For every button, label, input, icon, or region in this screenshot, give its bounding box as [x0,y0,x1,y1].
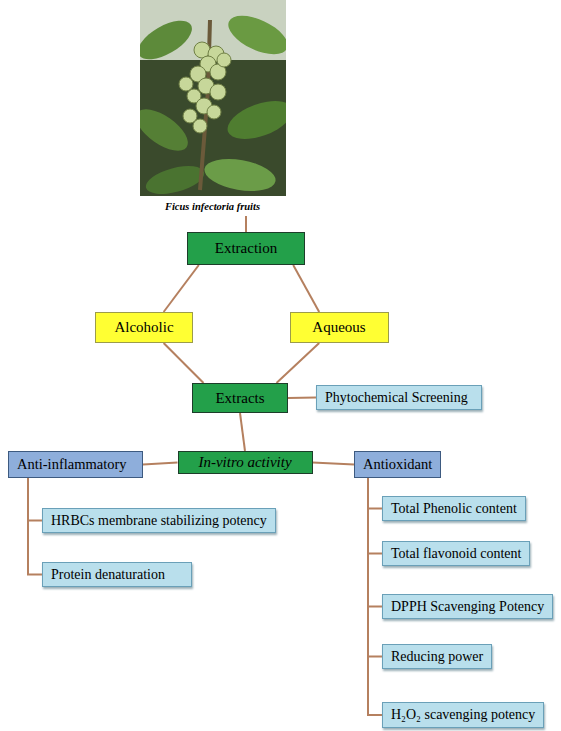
box-label: DPPH Scavenging Potency [391,599,544,615]
fruit-cluster [179,42,231,133]
assay-box: DPPH Scavenging Potency [382,594,553,619]
assay-box: Phytochemical Screening [316,385,482,410]
photo-leader [245,216,247,233]
connector-line [368,478,382,657]
assay-box: Reducing power [382,644,492,669]
process-box: Extracts [192,383,288,413]
assay-box: Protein denaturation [42,562,192,587]
box-label: Aqueous [312,319,365,336]
assay-box: Total Phenolic content [382,496,526,521]
leaf [140,13,198,67]
box-label: Protein denaturation [51,567,165,583]
fruit-photo [140,0,286,196]
category-box: Anti-inflammatory [8,451,143,478]
leaf [143,161,207,196]
assay-box: HRBCs membrane stabilizing potency [42,508,276,533]
connector-line [368,478,382,607]
connector-line [368,478,382,509]
box-label: H₂O₂ scavenging potency [391,707,535,723]
connector-line [143,463,178,465]
box-label: In-vitro activity [198,454,291,471]
connector-line [164,265,199,312]
connector-line [313,463,355,465]
connector-line [276,343,319,383]
box-label: HRBCs membrane stabilizing potency [51,513,267,529]
box-label: Alcoholic [114,319,173,336]
extract-type-box: Aqueous [290,312,389,343]
leaf [223,8,286,62]
connector-line [288,397,316,400]
category-box: Antioxidant [354,451,441,478]
process-box: Extraction [187,232,305,265]
box-label: Reducing power [391,649,483,665]
box-label: Total flavonoid content [391,546,521,562]
connector-line [28,478,42,521]
connector-line [368,478,382,715]
leaf [202,154,278,196]
extract-type-box: Alcoholic [95,312,193,343]
box-label: Antioxidant [363,456,432,473]
photo-caption: Ficus infectoria fruits [120,201,305,212]
box-label: Total Phenolic content [391,501,517,517]
connector-line [368,478,382,554]
box-label: Extracts [215,390,264,407]
connector-line [293,265,319,312]
leaf [223,93,286,146]
connector-line [28,478,42,575]
process-box: In-vitro activity [178,451,313,474]
box-label: Phytochemical Screening [325,390,468,406]
assay-box: Total flavonoid content [382,541,530,566]
assay-box: H₂O₂ scavenging potency [382,702,544,728]
connector-line [240,413,245,451]
box-label: Anti-inflammatory [17,456,127,473]
connector-line [164,343,204,383]
box-label: Extraction [215,240,277,257]
